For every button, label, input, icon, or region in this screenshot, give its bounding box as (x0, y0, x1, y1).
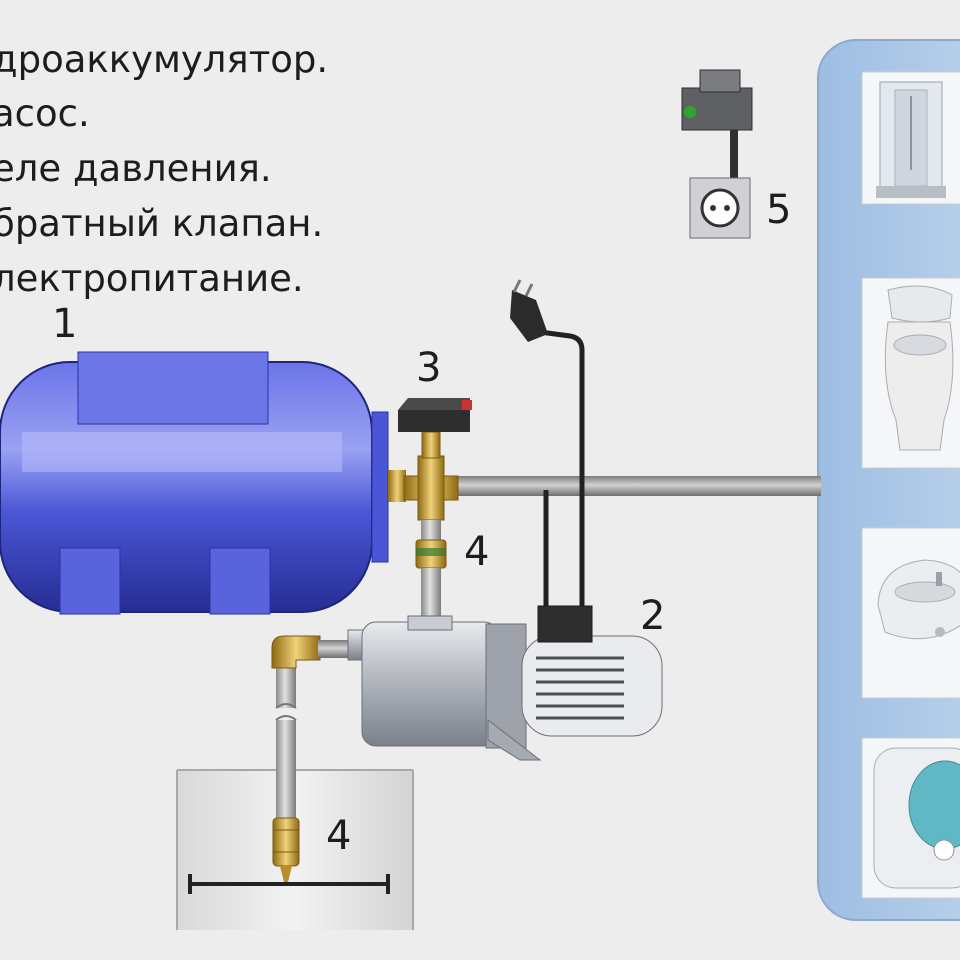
legend-item-2: асос. (0, 92, 90, 135)
callout-power-supply: 5 (766, 187, 792, 233)
water-heater-icon (861, 737, 960, 899)
water-pump-icon (347, 605, 663, 761)
supply-pipe (455, 476, 821, 496)
power-cable (510, 279, 585, 606)
plug-icon (510, 279, 548, 342)
cross-fitting (403, 431, 459, 521)
pressure-switch-icon (398, 398, 472, 432)
callout-pump: 2 (640, 593, 666, 639)
callout-check-valve-upper: 4 (464, 529, 490, 575)
check-valve-upper-icon (415, 520, 447, 628)
legend-item-4: братный клапан. (0, 202, 324, 245)
sink-icon (861, 527, 960, 699)
pressure-tank-icon (0, 351, 406, 615)
check-valve-lower-icon (272, 817, 300, 882)
suction-pipe (271, 635, 352, 882)
callout-check-valve-lower: 4 (326, 813, 352, 859)
socket-icon (681, 69, 753, 239)
toilet-icon (861, 277, 960, 469)
callout-pressure-switch: 3 (416, 345, 442, 391)
legend-item-5: лектропитание. (0, 257, 304, 300)
shower-cabin-icon (861, 71, 960, 205)
legend-item-3: еле давления. (0, 147, 272, 190)
callout-accumulator: 1 (52, 301, 78, 347)
fixtures-panel (817, 39, 960, 921)
legend-item-1: дроаккумулятор. (0, 38, 329, 81)
